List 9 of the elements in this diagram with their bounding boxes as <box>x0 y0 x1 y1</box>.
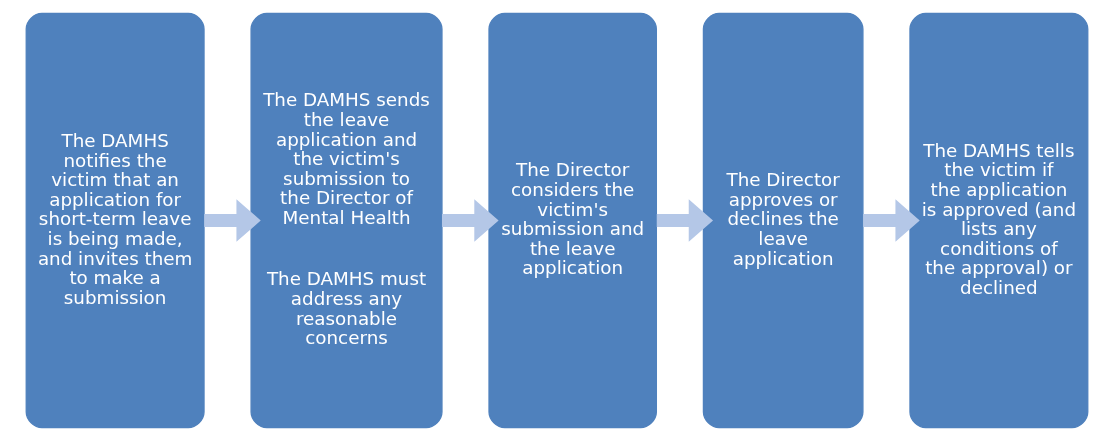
node-box: The DAMHS tells the victim if the application is approved (and lists any conditions of the approval) or declined <box>908 12 1088 429</box>
node-box: The DAMHS sends the leave application and the victim's submission to the Director of Mental Health The DAMHS must address any reasonable concerns <box>249 12 443 429</box>
node-box: The Director considers the victim's submission and the leave application <box>487 12 657 429</box>
arrow <box>862 199 920 242</box>
arrow <box>203 199 261 242</box>
arrow <box>656 199 713 242</box>
node-box: The DAMHS notifies the victim that an application for short-term leave is being made, and invites them to make a submission <box>25 12 205 429</box>
node-box: The Director approves or declines the leave application <box>702 12 864 429</box>
arrow <box>441 199 499 242</box>
